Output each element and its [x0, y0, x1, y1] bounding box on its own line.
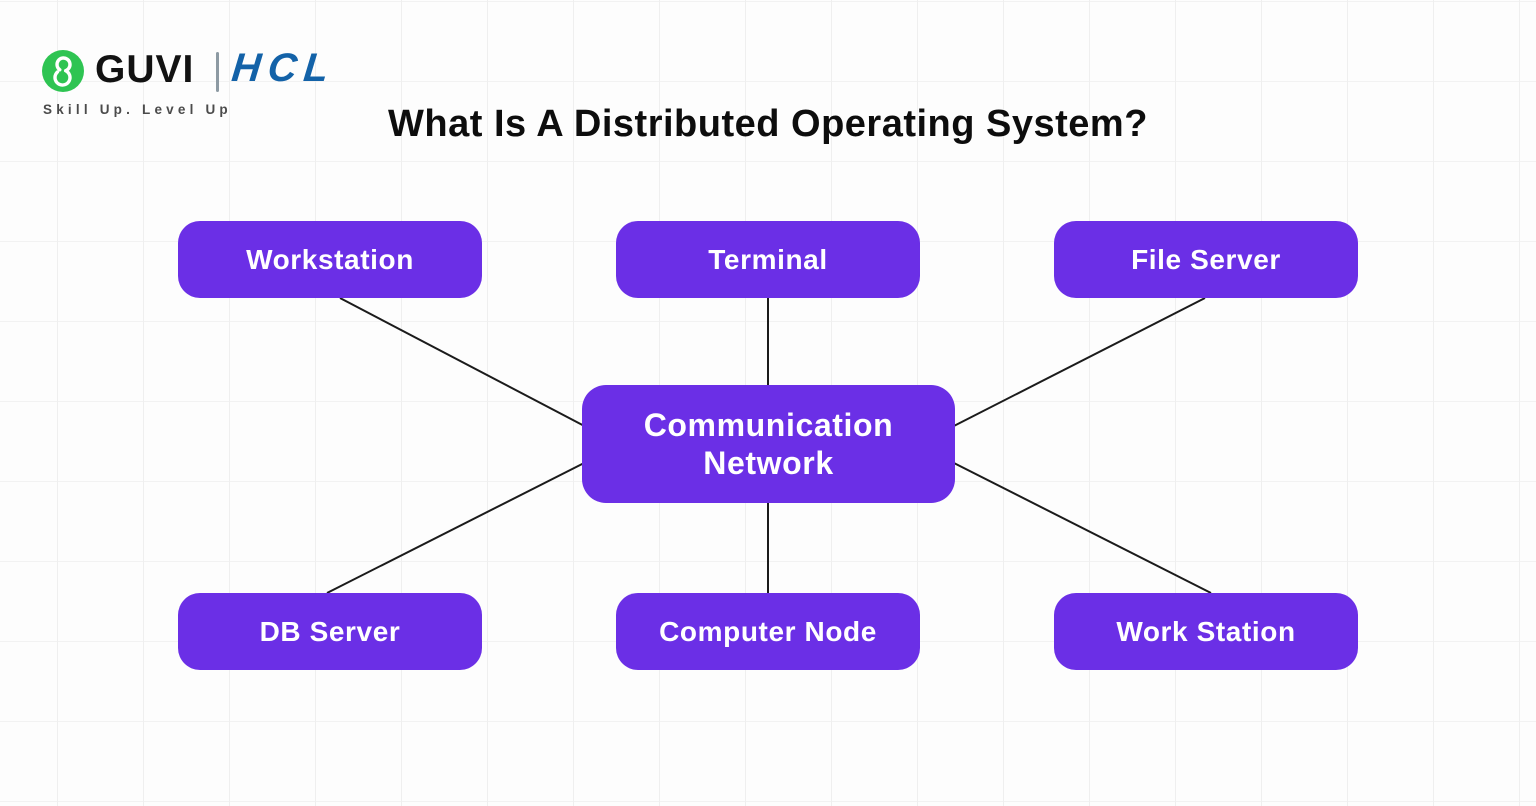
connector-db-server [326, 458, 593, 594]
guvi-wordmark: GUVI [95, 48, 195, 91]
connector-file-server [945, 297, 1206, 431]
connector-work-station [945, 458, 1212, 594]
node-work-station-label: Work Station [1116, 615, 1296, 647]
node-terminal-label: Terminal [708, 243, 828, 275]
guvi-tagline: Skill Up. Level Up [43, 102, 232, 117]
node-work-station: Work Station [1054, 593, 1358, 670]
brand-divider [216, 52, 219, 92]
node-computer-node-label: Computer Node [659, 615, 877, 647]
node-db-server: DB Server [178, 593, 482, 670]
node-communication-network-label: Communication Network [643, 406, 894, 481]
node-file-server-label: File Server [1131, 243, 1281, 275]
node-terminal: Terminal [616, 221, 920, 298]
page-title: What Is A Distributed Operating System? [388, 103, 1148, 145]
node-computer-node: Computer Node [616, 593, 920, 670]
connector-workstation [339, 297, 593, 431]
node-file-server: File Server [1054, 221, 1358, 298]
guvi-logo-icon [42, 50, 84, 92]
node-db-server-label: DB Server [259, 615, 401, 647]
node-communication-network: Communication Network [582, 385, 955, 503]
node-workstation: Workstation [178, 221, 482, 298]
node-workstation-label: Workstation [246, 243, 414, 275]
